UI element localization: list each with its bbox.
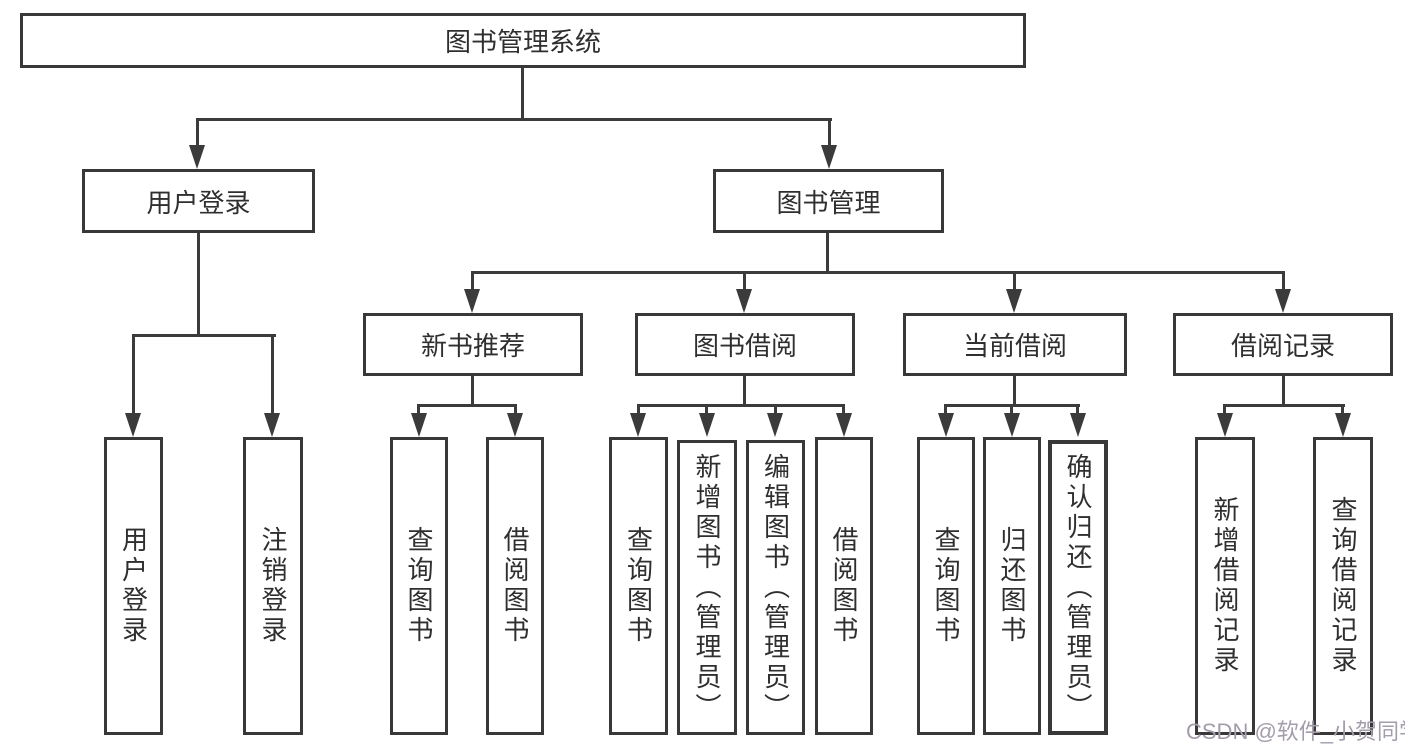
arrow-down-icon <box>189 145 205 169</box>
connector-line <box>196 118 832 121</box>
connector-line <box>826 233 829 274</box>
leaf-borrow-book-1-label: 借阅图书 <box>500 526 530 646</box>
node-user-login-label: 用户登录 <box>146 187 251 218</box>
arrow-down-icon <box>938 413 954 437</box>
arrow-down-icon <box>125 413 141 437</box>
connector-line <box>1282 271 1285 293</box>
leaf-borrow-book-1: 借阅图书 <box>486 437 544 735</box>
connector-line <box>197 233 200 337</box>
arrow-down-icon <box>507 413 523 437</box>
leaf-query-borrow-record-label: 查询借阅记录 <box>1328 496 1358 676</box>
arrow-down-icon <box>699 413 715 437</box>
csdn-watermark: CSDN @软件_小贺同学 <box>1186 719 1405 744</box>
arrow-down-icon <box>264 413 280 437</box>
connector-line <box>471 271 474 293</box>
connector-line <box>944 404 947 418</box>
connector-line <box>1076 404 1079 418</box>
node-user-login: 用户登录 <box>82 169 315 233</box>
node-root-system: 图书管理系统 <box>20 13 1026 68</box>
connector-line <box>132 334 135 416</box>
node-new-book-recommend-label: 新书推荐 <box>420 331 525 361</box>
leaf-logout-label: 注销登录 <box>258 526 288 646</box>
arrow-down-icon <box>767 413 783 437</box>
leaf-query-book-3-label: 查询图书 <box>931 526 961 646</box>
connector-line <box>1013 271 1016 293</box>
arrow-down-icon <box>736 289 752 313</box>
connector-line <box>774 404 777 418</box>
arrow-down-icon <box>464 289 480 313</box>
leaf-query-book-3: 查询图书 <box>917 437 975 735</box>
connector-line <box>1010 404 1013 418</box>
leaf-edit-book-admin: 编辑图书（管理员） <box>746 440 805 735</box>
leaf-return-book-label: 归还图书 <box>997 526 1027 646</box>
node-borrow-record: 借阅记录 <box>1173 313 1393 376</box>
connector-line <box>196 118 199 148</box>
node-book-borrow-label: 图书借阅 <box>692 331 797 361</box>
connector-line <box>705 404 708 418</box>
connector-line <box>521 68 524 121</box>
connector-line <box>1223 404 1226 418</box>
connector-line <box>637 404 845 407</box>
connector-line <box>828 118 831 148</box>
connector-line <box>1282 376 1285 407</box>
leaf-logout: 注销登录 <box>243 437 303 735</box>
node-book-borrow: 图书借阅 <box>635 313 855 376</box>
arrow-down-icon <box>821 145 837 169</box>
node-root-label: 图书管理系统 <box>444 27 601 57</box>
leaf-query-book-1-label: 查询图书 <box>404 526 434 646</box>
arrow-down-icon <box>1004 413 1020 437</box>
node-new-book-recommend: 新书推荐 <box>363 313 583 376</box>
arrow-down-icon <box>836 413 852 437</box>
connector-line <box>842 404 845 418</box>
arrow-down-icon <box>1275 289 1291 313</box>
leaf-borrow-book-2: 借阅图书 <box>815 437 873 735</box>
connector-line <box>417 404 420 418</box>
connector-line <box>471 376 474 407</box>
leaf-return-book: 归还图书 <box>983 437 1041 735</box>
leaf-add-borrow-record: 新增借阅记录 <box>1195 437 1255 735</box>
connector-line <box>1223 404 1345 407</box>
connector-line <box>1013 376 1016 407</box>
connector-line <box>514 404 517 418</box>
leaf-confirm-return-admin: 确认归还（管理员） <box>1048 440 1108 735</box>
connector-line <box>471 271 1285 274</box>
connector-line <box>743 376 746 407</box>
connector-line <box>132 334 276 337</box>
connector-line <box>743 271 746 293</box>
leaf-edit-book-admin-label: 编辑图书（管理员） <box>760 452 791 723</box>
arrow-down-icon <box>1217 413 1233 437</box>
leaf-query-borrow-record: 查询借阅记录 <box>1313 437 1373 735</box>
leaf-query-book-2: 查询图书 <box>609 437 668 735</box>
leaf-add-borrow-record-label: 新增借阅记录 <box>1210 496 1240 676</box>
leaf-user-login: 用户登录 <box>104 437 163 735</box>
connector-line <box>637 404 640 418</box>
node-current-borrow: 当前借阅 <box>903 313 1127 376</box>
connector-line <box>417 404 517 407</box>
arrow-down-icon <box>630 413 646 437</box>
leaf-user-login-label: 用户登录 <box>118 526 149 646</box>
leaf-query-book-1: 查询图书 <box>390 437 448 735</box>
node-book-management-label: 图书管理 <box>776 187 881 218</box>
leaf-query-book-2-label: 查询图书 <box>623 526 654 646</box>
node-current-borrow-label: 当前借阅 <box>962 331 1067 361</box>
node-borrow-record-label: 借阅记录 <box>1230 331 1335 361</box>
arrow-down-icon <box>411 413 427 437</box>
leaf-add-book-admin: 新增图书（管理员） <box>677 440 737 735</box>
leaf-add-book-admin-label: 新增图书（管理员） <box>692 452 722 723</box>
node-book-management: 图书管理 <box>713 169 944 233</box>
arrow-down-icon <box>1070 413 1086 437</box>
connector-line <box>1341 404 1344 418</box>
leaf-borrow-book-2-label: 借阅图书 <box>829 526 859 646</box>
connector-line <box>271 334 274 416</box>
arrow-down-icon <box>1006 289 1022 313</box>
leaf-confirm-return-admin-label: 确认归还（管理员） <box>1063 452 1093 723</box>
arrow-down-icon <box>1335 413 1351 437</box>
